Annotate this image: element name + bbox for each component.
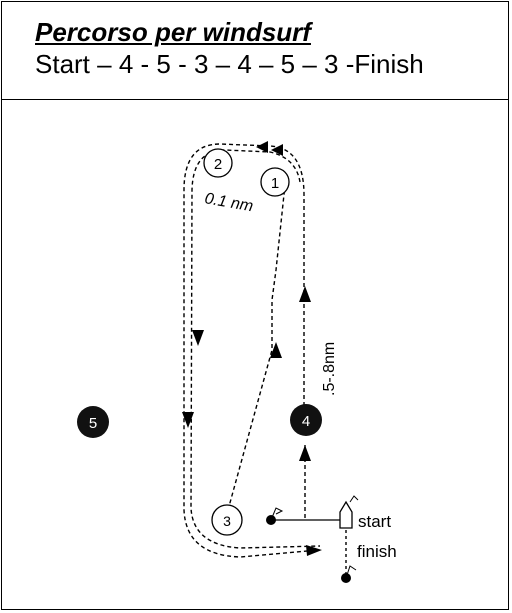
mark-3-label: 3 [223, 513, 231, 529]
arrow-head [271, 144, 283, 156]
arrow-head [299, 445, 311, 461]
finish-flag-icon [345, 565, 357, 579]
arrow-head [256, 141, 268, 153]
arrow-head [270, 342, 282, 358]
arrow-head [182, 412, 194, 428]
committee-flag-icon [349, 495, 359, 503]
mark-4-label: 4 [302, 413, 310, 430]
arrow-head [306, 545, 322, 556]
committee-boat-icon [339, 500, 353, 529]
arrow-head [192, 330, 204, 346]
mark-4 [290, 404, 322, 436]
course-path-diagonal [227, 184, 286, 511]
mark-1 [260, 167, 290, 197]
mark-3 [211, 504, 243, 536]
course-route: Start – 4 - 5 - 3 – 4 – 5 – 3 -Finish [35, 49, 424, 79]
start-label: start [358, 512, 391, 531]
distance-label-side: .5-.8nm [321, 342, 338, 396]
mark-5-label: 5 [89, 415, 97, 432]
distance-label-top: 0.1 nm [203, 190, 254, 215]
mark-2-label: 2 [214, 156, 222, 173]
arrow-head [299, 286, 311, 302]
header-panel: Percorso per windsurf Start – 4 - 5 - 3 … [1, 1, 509, 100]
course-path-inner [190, 149, 321, 549]
finish-label: finish [357, 542, 397, 561]
mark-5 [77, 406, 109, 438]
mark-1-label: 1 [271, 175, 279, 192]
course-path-outer [183, 143, 319, 558]
course-title: Percorso per windsurf [35, 17, 311, 47]
mark-2 [203, 148, 233, 178]
start-pin-flag-icon [270, 507, 284, 521]
